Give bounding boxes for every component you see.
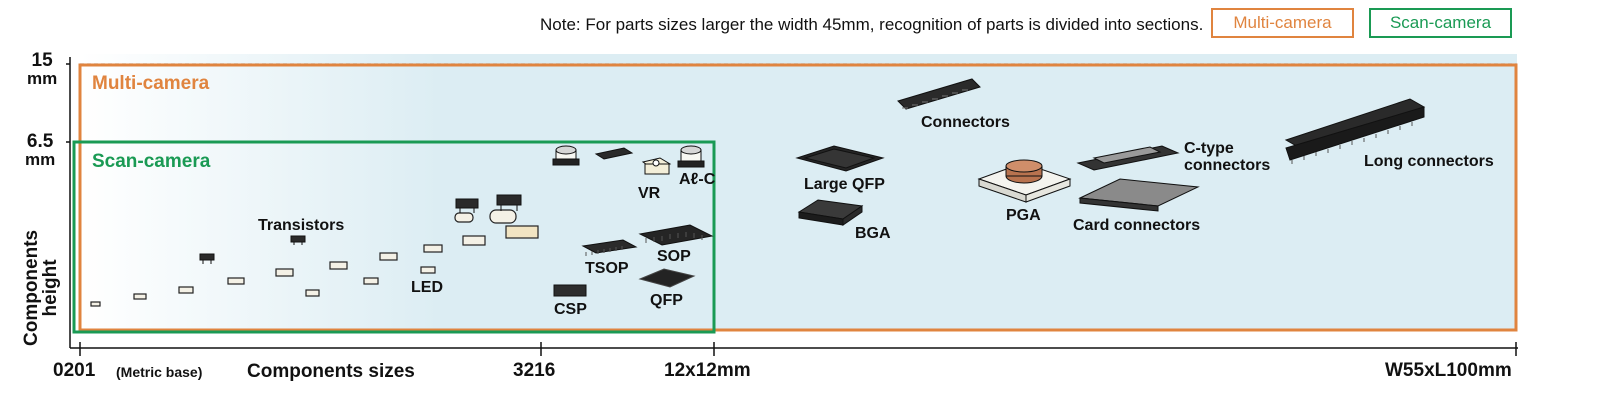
dpak-b xyxy=(496,194,522,206)
fine-pitch-connector xyxy=(897,78,981,110)
csp-label: CSP xyxy=(554,301,587,318)
chip-3216 xyxy=(423,244,443,253)
csp-package xyxy=(553,284,587,297)
y-tick-15-unit: mm xyxy=(27,69,58,88)
chip-components xyxy=(90,209,539,307)
sectioned-recognition-note: Note: For parts sizes larger the width 4… xyxy=(540,15,1204,34)
y-tick-6-5-unit: mm xyxy=(25,150,56,169)
led-chip-b xyxy=(363,277,379,285)
tsop-label: TSOP xyxy=(585,260,629,277)
multi-camera-region-label: Multi-camera xyxy=(92,73,210,94)
multi-camera-region xyxy=(78,63,1518,332)
tsop-package xyxy=(581,239,638,254)
scan-camera-region-label: Scan-camera xyxy=(92,151,211,172)
sot-small xyxy=(199,253,215,261)
chip-0603 xyxy=(178,286,194,294)
chip-2012 xyxy=(329,261,348,270)
chip-0402 xyxy=(133,293,147,300)
c-type-label-line2: connectors xyxy=(1184,157,1271,174)
c-type-connectors-label: C-type connectors xyxy=(1184,140,1270,174)
legend-scan-camera: Scan-camera xyxy=(1369,8,1512,38)
legend-multi-camera: Multi-camera xyxy=(1211,8,1354,38)
card-connectors-label: Card connectors xyxy=(1073,217,1201,234)
vr-label: VR xyxy=(638,185,661,202)
qfp-label: QFP xyxy=(650,292,683,309)
melf-small xyxy=(454,212,474,223)
connectors-label: Connectors xyxy=(921,114,1010,131)
chip-4532 xyxy=(505,225,539,239)
long-connectors-label: Long connectors xyxy=(1364,153,1494,170)
qfp-package xyxy=(638,268,696,288)
scan-camera-region xyxy=(72,140,716,334)
chip-1608 xyxy=(275,268,294,277)
transistors-label: Transistors xyxy=(258,217,345,234)
y-tick-label-15: 15 mm xyxy=(27,50,58,88)
x-tick-label-3216: 3216 xyxy=(513,360,556,381)
chip-1005 xyxy=(227,277,245,285)
sop-package xyxy=(638,224,714,246)
metric-base-note: (Metric base) xyxy=(116,364,203,380)
sop-label: SOP xyxy=(657,248,691,265)
sot-transistor xyxy=(290,235,306,243)
chip-0201 xyxy=(90,301,101,307)
y-axis-title-line1: Components xyxy=(21,229,42,346)
y-tick-label-6-5: 6.5 mm xyxy=(25,131,56,169)
chip-2125 xyxy=(379,252,398,261)
range-fill xyxy=(80,54,1517,330)
y-axis-title: Components height xyxy=(21,229,61,346)
y-axis-title-line2: height xyxy=(40,259,61,317)
x-tick-label-w55xl100: W55xL100mm xyxy=(1385,360,1512,381)
x-axis-title: Components sizes xyxy=(247,361,415,382)
y-tick-6-5-value: 6.5 xyxy=(26,131,54,152)
large-qfp-label: Large QFP xyxy=(804,176,885,193)
chip-3225 xyxy=(462,235,486,246)
transistor-packages xyxy=(199,194,522,264)
x-tick-label-12x12: 12x12mm xyxy=(664,360,751,381)
pga-label: PGA xyxy=(1006,207,1041,224)
c-type-label-line1: C-type xyxy=(1184,140,1234,157)
large-packages xyxy=(795,78,1426,226)
dpak-a xyxy=(455,198,479,209)
ic-packages xyxy=(552,145,714,297)
led-label: LED xyxy=(411,279,443,296)
melf-large xyxy=(489,209,517,224)
x-tick-label-0201: 0201 xyxy=(53,360,96,381)
al-c-label: Aℓ-C xyxy=(679,171,716,188)
y-tick-15-value: 15 xyxy=(31,50,53,71)
led-chip-a xyxy=(305,289,320,297)
small-connector xyxy=(594,147,634,160)
led-chip-c xyxy=(420,266,436,274)
bga-label: BGA xyxy=(855,225,891,242)
